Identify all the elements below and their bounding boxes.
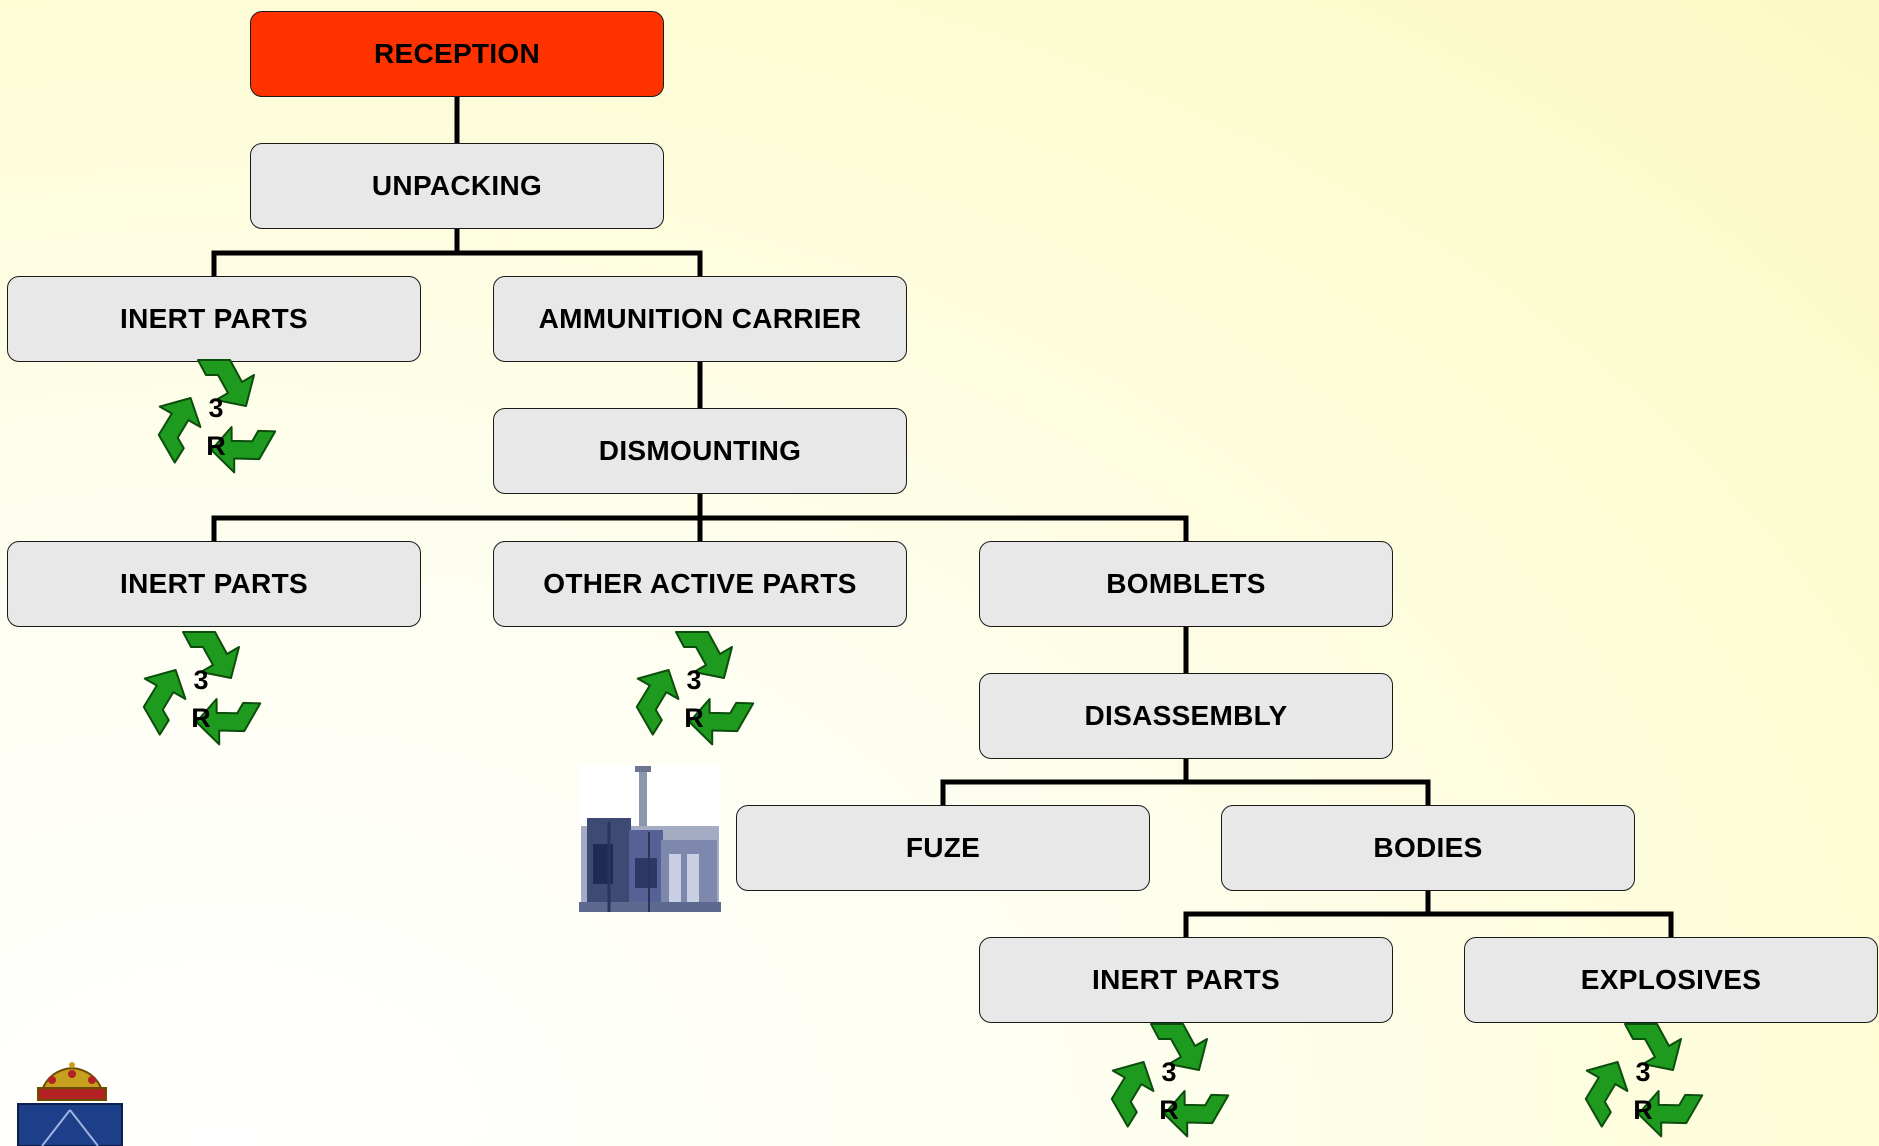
recycle-label-3: 3: [193, 665, 209, 695]
node-explosives: EXPLOSIVES: [1464, 937, 1878, 1023]
node-dismounting: DISMOUNTING: [493, 408, 907, 494]
recycle-label-r: R: [206, 431, 226, 461]
node-bomblets: BOMBLETS: [979, 541, 1393, 627]
node-inert-parts-1: INERT PARTS: [7, 276, 421, 362]
recycle-label-3: 3: [1635, 1057, 1651, 1087]
node-other-active-parts: OTHER ACTIVE PARTS: [493, 541, 907, 627]
node-unpacking: UNPACKING: [250, 143, 664, 229]
plant-machinery-photo: [579, 766, 721, 912]
recycle-3r-icon: 3 R: [624, 614, 764, 754]
node-fuze: FUZE: [736, 805, 1150, 891]
node-ammunition-carrier: AMMUNITION CARRIER: [493, 276, 907, 362]
recycle-label-r: R: [1633, 1095, 1653, 1125]
node-reception: RECEPTION: [250, 11, 664, 97]
node-disassembly: DISASSEMBLY: [979, 673, 1393, 759]
recycle-label-r: R: [684, 703, 704, 733]
node-bodies: BODIES: [1221, 805, 1635, 891]
royal-crest-emblem: [17, 1062, 123, 1146]
recycle-label-3: 3: [208, 393, 224, 423]
recycle-label-3: 3: [1161, 1057, 1177, 1087]
node-inert-parts-2: INERT PARTS: [7, 541, 421, 627]
recycle-label-r: R: [1159, 1095, 1179, 1125]
node-inert-parts-3: INERT PARTS: [979, 937, 1393, 1023]
recycle-label-3: 3: [686, 665, 702, 695]
recycle-3r-icon: 3 R: [146, 342, 286, 482]
recycle-label-r: R: [191, 703, 211, 733]
recycle-3r-icon: 3 R: [1573, 1006, 1713, 1146]
recycle-3r-icon: 3 R: [1099, 1006, 1239, 1146]
recycle-3r-icon: 3 R: [131, 614, 271, 754]
